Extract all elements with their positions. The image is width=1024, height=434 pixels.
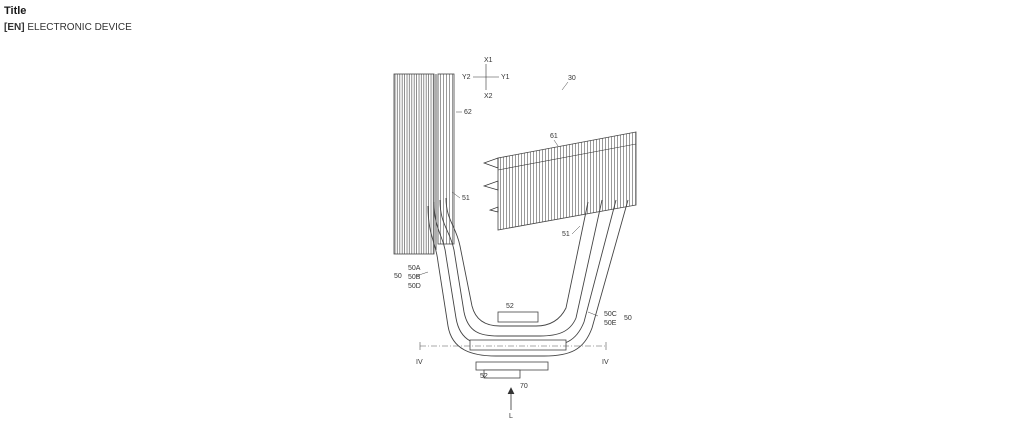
document-title-line: [EN] ELECTRONIC DEVICE [4, 22, 132, 33]
left-fin-stack [393, 73, 455, 255]
axis-y2-label: Y2 [462, 74, 471, 81]
heat-pipe-drawing: X1 X2 Y1 Y2 30 61 62 51 51 50 50A 50B 50… [393, 57, 637, 420]
arrow-l-label: L [509, 413, 513, 420]
section-left-label: IV [416, 359, 423, 366]
axis-x2-label: X2 [484, 93, 493, 100]
ref-52-upper-label: 52 [506, 303, 514, 310]
section-line [419, 342, 607, 350]
patent-figure: X1 X2 Y1 Y2 30 61 62 51 51 50 50A 50B 50… [380, 50, 660, 425]
ref-50-right-label: 50 [624, 315, 632, 322]
heat-pipes [427, 197, 629, 357]
ref-50b-label: 50B [408, 274, 421, 281]
ref-50a-label: 50A [408, 265, 421, 272]
ref-70-label: 70 [520, 383, 528, 390]
ref-30-label: 30 [568, 75, 576, 82]
document-title: ELECTRONIC DEVICE [27, 22, 132, 33]
axis-x1-label: X1 [484, 57, 493, 64]
ref-62-label: 62 [464, 109, 472, 116]
ref-51-lower-label: 51 [562, 231, 570, 238]
ref-51-upper-label: 51 [462, 195, 470, 202]
right-fin-stack [482, 131, 637, 231]
heat-source-block [469, 311, 567, 379]
ref-52-lower-label: 52 [480, 373, 488, 380]
ref-50d-label: 50D [408, 283, 421, 290]
ref-50e-label: 50E [604, 320, 617, 327]
language-tag: [EN] [4, 22, 25, 33]
leader-lines [415, 81, 599, 317]
section-right-label: IV [602, 359, 609, 366]
ref-61-label: 61 [550, 133, 558, 140]
axis-y1-label: Y1 [501, 74, 510, 81]
airflow-arrow [507, 387, 515, 410]
page-title: Title [4, 5, 27, 17]
axis-indicator [473, 64, 499, 90]
ref-50c-label: 50C [604, 311, 617, 318]
ref-50-left-label: 50 [394, 273, 402, 280]
